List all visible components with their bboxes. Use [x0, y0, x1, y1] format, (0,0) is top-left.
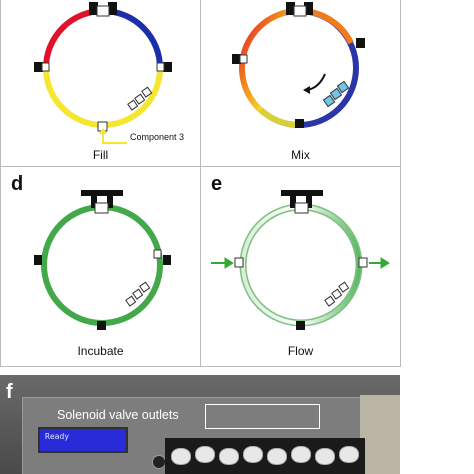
panel-fill: Component 3 Fill: [0, 0, 201, 167]
top-junction: [94, 202, 109, 214]
mixed-arc-bottom: [258, 107, 300, 128]
left-valve-seat: [239, 54, 248, 64]
component-3-label: Component 3: [130, 132, 185, 142]
mixed-arc-top-right: [298, 7, 354, 45]
green-ring: [41, 204, 163, 326]
control-knob: [152, 455, 166, 469]
yellow-reagent-arc: [43, 67, 163, 128]
tube-connector: [195, 446, 215, 463]
top-valve-left: [91, 196, 97, 208]
mixed-arc-right: [298, 8, 359, 128]
outlet-flow-arrow: [369, 257, 390, 269]
right-valve-seat: [156, 62, 165, 72]
feed-arrowhead: [99, 128, 107, 134]
top-junction: [294, 202, 309, 214]
caption-mix: Mix: [291, 148, 310, 162]
solenoid-outlets-highlight: [205, 404, 320, 429]
top-valve-left: [89, 2, 98, 15]
component3-feed-arrow: [102, 131, 127, 144]
right-valve: [356, 38, 365, 48]
panel-letter-f: f: [6, 381, 13, 403]
mix-ring-diagram: [232, 2, 365, 128]
left-valve-seat: [41, 62, 50, 72]
bottom-valve: [296, 321, 305, 330]
top-valve-left: [286, 2, 295, 15]
tube-connector: [243, 446, 263, 463]
incubate-ring-diagram: [34, 190, 171, 330]
panel-incubate: d Incubate: [0, 167, 201, 367]
top-valve-right: [107, 196, 113, 208]
caption-incubate: Incubate: [77, 344, 124, 358]
panel-letter-e: e: [211, 173, 223, 195]
top-valve-right: [108, 2, 117, 15]
bottom-valve: [97, 321, 106, 330]
pump-valves: [125, 281, 151, 307]
top-junction: [293, 5, 307, 17]
tube-connector: [291, 446, 311, 463]
panel-device-photo: f Solenoid valve outlets Ready: [0, 375, 400, 474]
left-valve: [34, 255, 42, 265]
mixed-arc-left: [239, 8, 300, 128]
left-inlet-seat: [234, 257, 244, 268]
right-valve: [163, 62, 172, 72]
red-reagent-arc: [43, 8, 104, 69]
top-valve-right: [304, 2, 313, 15]
panel-mix: Mix: [201, 0, 401, 167]
panel-letter-d: d: [11, 173, 24, 195]
right-valve: [163, 255, 171, 265]
background-equipment: [360, 395, 400, 474]
flow-ring-diagram: [211, 190, 390, 330]
panel-flow: e: [201, 167, 401, 367]
right-outlet-seat: [358, 257, 368, 268]
right-valve-seat: [153, 249, 162, 259]
lcd-display: Ready: [38, 427, 128, 453]
connector-panel: [165, 438, 365, 474]
tube-connector: [219, 448, 239, 465]
caption-fill: Fill: [92, 148, 109, 162]
pump-valves: [324, 281, 350, 307]
left-valve: [232, 54, 241, 64]
solenoid-outlets-label: Solenoid valve outlets: [57, 408, 179, 422]
bottom-valve: [295, 119, 304, 128]
top-junction: [96, 5, 110, 17]
top-valve-left: [290, 196, 296, 208]
flow-ring-fill: [241, 205, 361, 325]
pump-valves: [127, 86, 153, 111]
top-bar: [281, 190, 323, 196]
mix-arrowhead: [303, 86, 310, 94]
tube-connector: [267, 448, 287, 465]
inlet-flow-arrow: [211, 257, 234, 269]
tube-connector: [171, 448, 191, 465]
caption-flow: Flow: [287, 344, 314, 358]
top-valve-right: [306, 196, 312, 208]
peristaltic-valves-active: [322, 80, 350, 108]
blue-reagent-arc: [102, 8, 163, 69]
lcd-text: Ready: [45, 432, 70, 441]
tube-connector: [339, 446, 359, 463]
top-bar: [81, 190, 123, 196]
tube-connector: [315, 448, 335, 465]
left-valve: [34, 62, 43, 72]
fill-ring-diagram: [34, 2, 172, 144]
